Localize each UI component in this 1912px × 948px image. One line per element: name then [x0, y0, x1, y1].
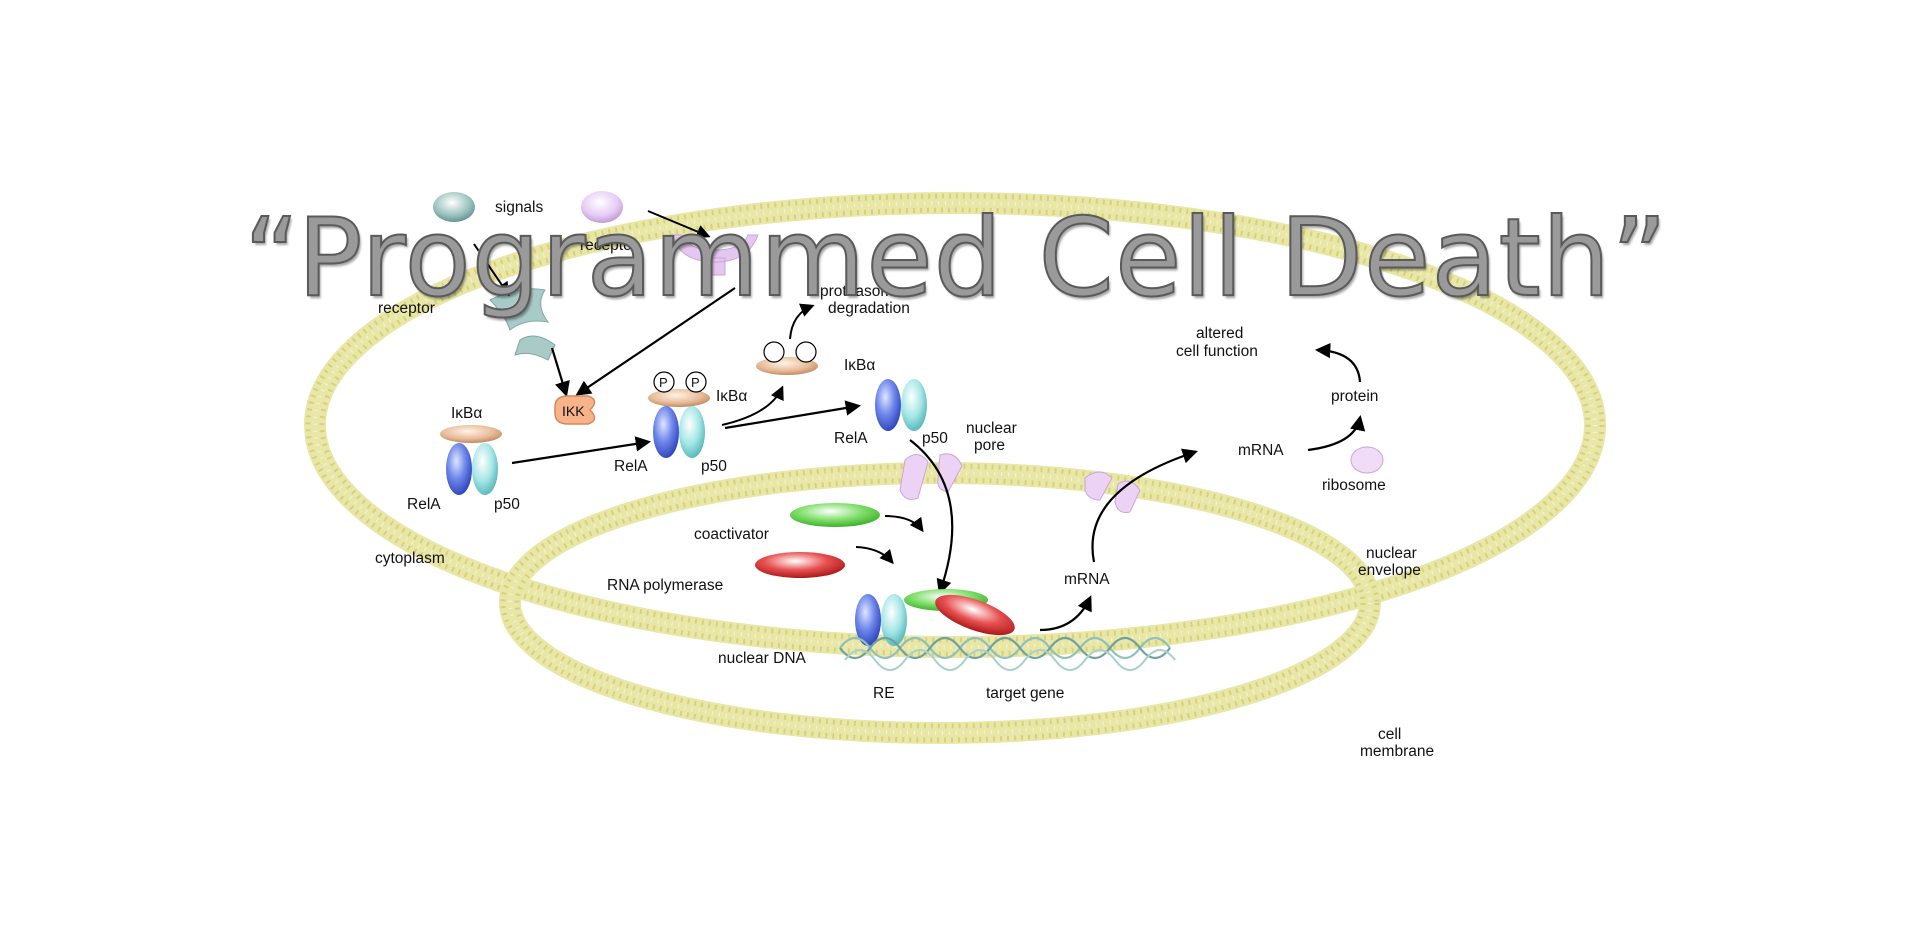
mrna-cyto-label: mRNA: [1238, 442, 1284, 459]
nuclear-pore-right: [1084, 471, 1141, 513]
nuclear-envelope-label: nuclear envelope: [1358, 545, 1421, 579]
nuclear-pore-label: nuclear pore: [966, 420, 1021, 454]
proteasome-degradation-label: proteasome degradation: [820, 283, 910, 317]
slide-title: “Programmed Cell Death”: [243, 196, 1669, 321]
signals-label: signals: [495, 199, 543, 216]
receptor-top-shape: [671, 234, 759, 276]
phospho-p-right: [685, 371, 707, 393]
phospho-p-right-label: P: [691, 375, 700, 390]
receptor-left-label: receptor: [378, 300, 435, 317]
rela-3-shape: [875, 379, 901, 431]
cytoplasm-label: cytoplasm: [375, 550, 445, 567]
arrow-complex1-to-complex2: [511, 436, 652, 465]
signal-molecule-violet: [581, 191, 623, 223]
arrow-receptor-left-to-ikk: [550, 347, 570, 397]
ribosome-label: ribosome: [1322, 477, 1386, 494]
rela-2-label: RelA: [614, 458, 648, 475]
p50-3-label: p50: [922, 430, 948, 447]
arrow-ikba-to-proteasome: [789, 303, 815, 340]
coactivator-shape: [790, 503, 880, 527]
arrow-receptor-top-to-ikk: [575, 287, 736, 396]
arrow-coactivator: [884, 515, 924, 533]
nuclear-envelope-line1: nuclear: [1366, 545, 1417, 562]
phospho-degraded-left: [763, 341, 785, 363]
nuclear-pore-line2: pore: [974, 437, 1005, 454]
cell-membrane: [304, 192, 1606, 658]
coactivator-label: coactivator: [694, 526, 769, 543]
rela-2-shape: [653, 406, 679, 458]
p50-1-shape: [472, 443, 498, 495]
altered-cell-function-label: altered cell function: [1176, 325, 1258, 360]
rela-1-label: RelA: [407, 496, 441, 513]
ikk-shape: [554, 395, 596, 425]
protein-label: protein: [1331, 388, 1378, 405]
proteasome-label-line1: proteasome: [820, 283, 902, 300]
rela-1-shape: [446, 443, 472, 495]
cell-membrane-label: cell membrane: [1360, 726, 1434, 760]
receptor-left-shape: [489, 288, 556, 361]
p50-1-label: p50: [494, 496, 520, 513]
proteasome-label-line2: degradation: [828, 300, 910, 317]
nuclear-pore-line1: nuclear: [966, 420, 1017, 437]
arrow-mrna-to-protein: [1307, 414, 1366, 452]
phospho-degraded-right: [795, 341, 817, 363]
rna-polymerase-shape: [755, 552, 845, 578]
arrow-dna-to-mrna: [1039, 595, 1092, 632]
re-label: RE: [873, 685, 895, 702]
nuclear-dna-helix: [839, 636, 1176, 671]
ikk-label: IKK: [562, 403, 585, 419]
nuclear-envelope-line2: envelope: [1358, 562, 1421, 579]
arrow-signal-to-receptor-top: [647, 210, 711, 239]
signal-molecule-teal: [433, 192, 475, 222]
rela-3-label: RelA: [834, 430, 868, 447]
altered-line1: altered: [1196, 325, 1243, 342]
ikba-1-label: IκBα: [451, 405, 482, 422]
arrow-mrna-export: [1091, 448, 1198, 563]
altered-line2: cell function: [1176, 343, 1258, 360]
arrow-polymerase: [855, 546, 894, 565]
ribosome-shape: [1350, 446, 1384, 474]
p50-bound: [881, 594, 907, 646]
polymerase-bound: [935, 594, 1015, 636]
arrow-complex2-to-free-nfkb: [724, 400, 862, 430]
rela-bound: [855, 594, 881, 646]
nuclear-dna-label: nuclear DNA: [718, 650, 807, 667]
p50-2-shape: [679, 406, 705, 458]
arrow-complex2-to-degraded: [721, 385, 784, 426]
mrna-nuc-label: mRNA: [1064, 571, 1110, 588]
p50-2-label: p50: [701, 458, 727, 475]
target-gene-label: target gene: [986, 685, 1064, 702]
ikba-2-shape: [648, 389, 710, 407]
phospho-p-left: [653, 371, 675, 393]
receptor-top-label: receptor: [580, 237, 637, 254]
arrow-nfkb-into-nucleus: [909, 439, 954, 595]
ikba-2-label: IκBα: [716, 388, 747, 405]
cell-membrane-line2: membrane: [1360, 743, 1434, 760]
arrow-signal-to-receptor-left: [473, 243, 510, 297]
cell-membrane-line1: cell: [1378, 726, 1401, 743]
ikba-1-shape: [440, 425, 502, 443]
rna-polymerase-label: RNA polymerase: [607, 577, 723, 594]
phospho-p-left-label: P: [659, 375, 668, 390]
arrow-protein-to-function: [1314, 342, 1362, 383]
ikba-3-label: IκBα: [844, 357, 875, 374]
p50-3-shape: [901, 379, 927, 431]
